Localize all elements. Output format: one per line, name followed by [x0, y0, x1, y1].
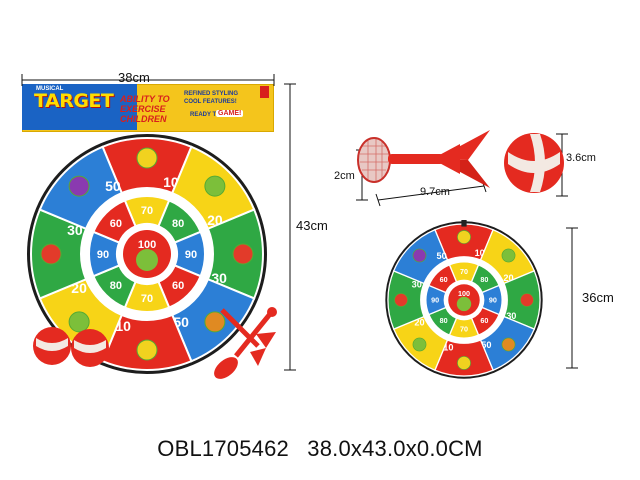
- ball-size-label: 3.6cm: [566, 152, 596, 164]
- brand-small-label: MUSICAL: [36, 86, 64, 92]
- small-board-outer-score: 10: [475, 248, 485, 258]
- small-board-mid-score: 60: [440, 275, 448, 284]
- large-board-fruit-icon: [204, 311, 226, 333]
- small-board-center-score: 100: [458, 289, 470, 298]
- large-board-fruit-icon: [136, 339, 158, 361]
- small-board-mid-score: 70: [460, 324, 468, 333]
- small-board-outer-score: 30: [506, 311, 516, 321]
- darts-pair: [214, 307, 277, 379]
- hanger-tab: [260, 86, 269, 98]
- small-board-outer-score: 30: [412, 280, 422, 290]
- velcro-ball-right: [71, 329, 109, 367]
- small-board-height-label: 36cm: [582, 290, 614, 305]
- large-board-mid-score: 60: [110, 218, 122, 230]
- large-board-mid-score: 60: [172, 280, 184, 292]
- dart-b: [214, 307, 277, 379]
- small-board-fruit-icon: [501, 337, 516, 352]
- small-board-mid-score: 90: [489, 296, 497, 305]
- dart-head-label: 2cm: [334, 170, 355, 182]
- dartboard-small[interactable]: 10 20 30 50 10 20 30 50 70 80 90 60 70 80 90 60 100: [384, 220, 544, 380]
- board-height-label: 43cm: [296, 218, 328, 233]
- large-board-mid-score: 70: [141, 205, 153, 217]
- large-board-mid-score: 90: [97, 249, 109, 261]
- small-board-outer-score: 10: [443, 343, 453, 353]
- small-board-mid-score: 80: [440, 316, 448, 325]
- dart-length-label: 9.7cm: [420, 186, 450, 198]
- large-board-fruit-icon: [68, 175, 90, 197]
- large-board-mid-score: 90: [185, 249, 197, 261]
- large-board-mid-score: 80: [172, 218, 184, 230]
- small-board-outer-score: 50: [481, 340, 491, 350]
- small-board-mid-score: 60: [480, 316, 488, 325]
- large-board-mid-score: 80: [110, 280, 122, 292]
- large-board-fruit-icon: [136, 147, 158, 169]
- small-board-fruit-icon: [394, 293, 408, 307]
- small-board-fruit-icon: [457, 356, 471, 370]
- large-board-fruit-basket-icon: [136, 249, 158, 271]
- small-board-outer-score: 50: [437, 251, 447, 261]
- small-board-mid-score: 90: [431, 296, 439, 305]
- large-board-mid-score: 70: [141, 293, 153, 305]
- header-brand-panel: [22, 84, 137, 130]
- small-board-fruit-icon: [412, 337, 427, 352]
- large-board-fruit-icon: [232, 243, 254, 265]
- velcro-ball-left: [33, 327, 71, 365]
- velcro-balls: [33, 327, 109, 367]
- product-size: 38.0x43.0x0.0CM: [307, 436, 483, 461]
- dart-single: [357, 130, 490, 188]
- small-board-mid-score: 70: [460, 267, 468, 276]
- large-board-fruit-icon: [40, 243, 62, 265]
- small-board-hanger: [461, 220, 467, 227]
- small-board-outer-score: 20: [503, 273, 513, 283]
- large-board-outer-score: 50: [105, 178, 121, 194]
- slogan-ready: READY TO: [190, 112, 221, 118]
- brand-logo: TARGET: [34, 90, 114, 112]
- large-board-fruit-icon: [68, 311, 90, 333]
- slogan-game: GAME!: [216, 110, 244, 117]
- velcro-ball-single: [504, 133, 564, 193]
- small-board-fruit-icon: [520, 293, 534, 307]
- small-board-fruit-icon: [412, 248, 427, 263]
- small-board-fruit-basket-icon: [456, 296, 472, 312]
- board-width-label: 38cm: [118, 70, 150, 85]
- slogan-main: ABILITY TO EXERCISE CHILDREN: [120, 94, 170, 124]
- slogan-side: REFINED STYLING COOL FEATURES!: [184, 91, 239, 105]
- large-board-center-score: 100: [138, 239, 156, 251]
- large-board-fruit-icon: [204, 175, 226, 197]
- small-board-outer-score: 20: [414, 318, 424, 328]
- small-board-fruit-icon: [501, 248, 516, 263]
- product-code: OBL1705462: [157, 436, 289, 461]
- small-board-mid-score: 80: [480, 275, 488, 284]
- product-caption: OBL1705462 38.0x43.0x0.0CM: [0, 436, 640, 462]
- small-board-fruit-icon: [457, 230, 471, 244]
